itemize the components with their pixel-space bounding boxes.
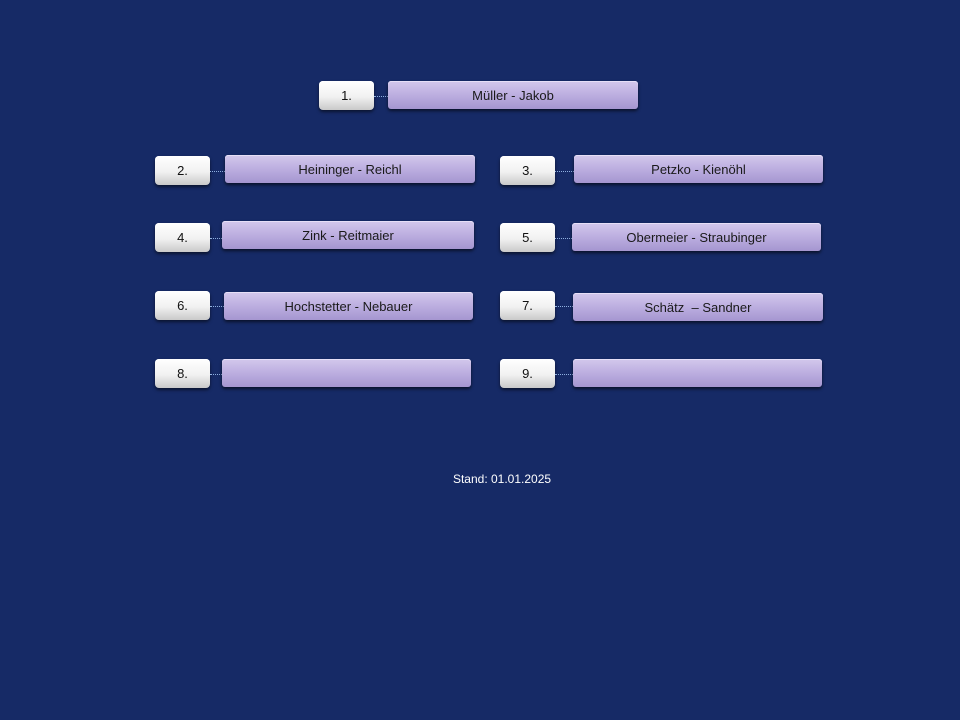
rank-box-8: 8. xyxy=(155,359,210,388)
rank-box-3: 3. xyxy=(500,156,555,185)
connector-2 xyxy=(210,171,225,172)
name-box-9 xyxy=(573,359,822,387)
name-box-4: Zink - Reitmaier xyxy=(222,221,474,249)
rank-box-4: 4. xyxy=(155,223,210,252)
connector-6 xyxy=(210,306,224,307)
name-box-8 xyxy=(222,359,471,387)
connector-4 xyxy=(210,238,222,239)
name-box-3: Petzko - Kienöhl xyxy=(574,155,823,183)
name-box-5: Obermeier - Straubinger xyxy=(572,223,821,251)
name-box-6: Hochstetter - Nebauer xyxy=(224,292,473,320)
connector-7 xyxy=(555,306,573,307)
connector-9 xyxy=(555,374,573,375)
rank-box-1: 1. xyxy=(319,81,374,110)
name-box-1: Müller - Jakob xyxy=(388,81,638,109)
rank-box-7: 7. xyxy=(500,291,555,320)
rank-box-6: 6. xyxy=(155,291,210,320)
stand-date: Stand: 01.01.2025 xyxy=(452,472,552,486)
connector-3 xyxy=(555,171,574,172)
name-box-7: Schätz – Sandner xyxy=(573,293,823,321)
connector-1 xyxy=(374,96,388,97)
connector-8 xyxy=(210,374,222,375)
connector-5 xyxy=(555,238,572,239)
rank-box-5: 5. xyxy=(500,223,555,252)
name-box-2: Heininger - Reichl xyxy=(225,155,475,183)
rank-box-9: 9. xyxy=(500,359,555,388)
rank-box-2: 2. xyxy=(155,156,210,185)
